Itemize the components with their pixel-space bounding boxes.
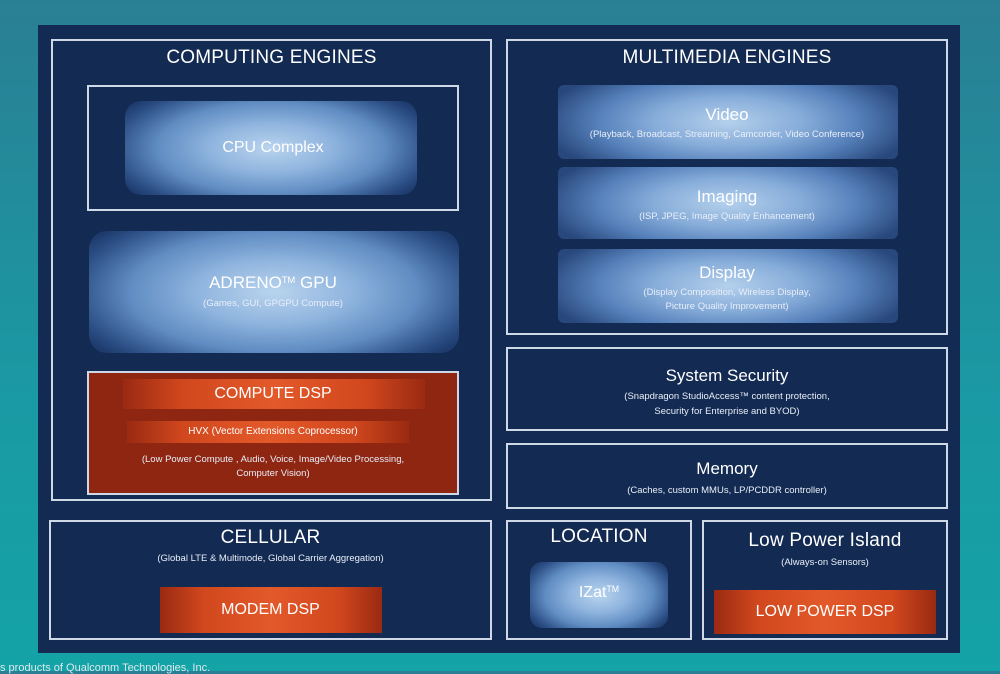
video-label: Video <box>705 105 749 124</box>
video-sub: (Playback, Broadcast, Streaming, Camcord… <box>589 129 865 140</box>
izat-name: IZat <box>578 584 607 601</box>
adreno-gpu-sub: (Games, GUI, GPGPU Compute) <box>203 298 343 309</box>
cellular-title: CELLULAR <box>220 527 321 548</box>
adreno-gpu-label: ADRENOTM GPU <box>87 273 459 293</box>
low-power-island-panel: Low Power Island (Always-on Sensors) LOW… <box>702 520 948 640</box>
system-security-panel: System Security (Snapdragon StudioAccess… <box>506 347 948 431</box>
izat-tm: TM <box>606 584 620 595</box>
low-power-dsp-label: LOW POWER DSP <box>755 603 895 620</box>
adreno-gpu-name: ADRENO <box>209 273 282 292</box>
hvx-bar <box>127 421 409 443</box>
cellular-sub: (Global LTE & Multimode, Global Carrier … <box>157 553 384 564</box>
footer-note: s products of Qualcomm Technologies, Inc… <box>0 662 211 674</box>
system-security-sub1: (Snapdragon StudioAccess™ content protec… <box>624 391 830 402</box>
compute-dsp-box: COMPUTE DSP HVX (Vector Extensions Copro… <box>87 371 459 495</box>
display-label: Display <box>699 263 755 282</box>
izat-label: IZatTM <box>508 584 690 602</box>
low-power-island-title: Low Power Island <box>748 530 902 551</box>
compute-dsp-title: COMPUTE DSP <box>214 385 332 402</box>
cpu-complex-label: CPU Complex <box>222 139 324 156</box>
memory-title: Memory <box>696 459 758 478</box>
adreno-gpu-block <box>89 231 459 353</box>
imaging-block <box>558 167 898 239</box>
low-power-dsp-block <box>714 590 936 634</box>
location-panel: LOCATION IZatTM <box>506 520 692 640</box>
display-sub1: (Display Composition, Wireless Display, <box>643 287 811 298</box>
modem-dsp-label: MODEM DSP <box>221 601 320 618</box>
memory-sub: (Caches, custom MMUs, LP/PCDDR controlle… <box>627 485 827 496</box>
izat-block <box>530 562 668 628</box>
multimedia-engines-panel: MULTIMEDIA ENGINES Video (Playback, Broa… <box>506 39 948 335</box>
architecture-board: COMPUTING ENGINES CPU Complex ADRENOTM G… <box>38 25 960 653</box>
hvx-label: HVX (Vector Extensions Coprocessor) <box>188 426 358 437</box>
location-title: LOCATION <box>550 526 648 547</box>
display-sub2: Picture Quality Improvement) <box>665 301 789 312</box>
modem-dsp-block <box>160 587 382 633</box>
system-security-sub2: Security for Enterprise and BYOD) <box>654 406 800 417</box>
multimedia-engines-title: MULTIMEDIA ENGINES <box>622 47 832 68</box>
imaging-sub: (ISP, JPEG, Image Quality Enhancement) <box>639 211 815 222</box>
imaging-label: Imaging <box>696 187 758 206</box>
compute-dsp-sub2: Computer Vision) <box>236 468 310 479</box>
computing-engines-panel: COMPUTING ENGINES CPU Complex ADRENOTM G… <box>51 39 492 501</box>
cpu-complex-box: CPU Complex <box>87 85 459 211</box>
cellular-panel: CELLULAR (Global LTE & Multimode, Global… <box>49 520 492 640</box>
cpu-complex-glow <box>125 101 417 195</box>
adreno-gpu-tm: TM <box>281 274 296 285</box>
memory-panel: Memory (Caches, custom MMUs, LP/PCDDR co… <box>506 443 948 509</box>
system-security-title: System Security <box>665 366 789 385</box>
compute-dsp-title-bar <box>123 379 425 409</box>
video-block <box>558 85 898 159</box>
compute-dsp-sub1: (Low Power Compute , Audio, Voice, Image… <box>141 454 405 465</box>
adreno-gpu-suffix: GPU <box>295 273 337 292</box>
display-block <box>558 249 898 323</box>
computing-engines-title: COMPUTING ENGINES <box>166 47 377 68</box>
low-power-island-sub: (Always-on Sensors) <box>781 557 869 568</box>
